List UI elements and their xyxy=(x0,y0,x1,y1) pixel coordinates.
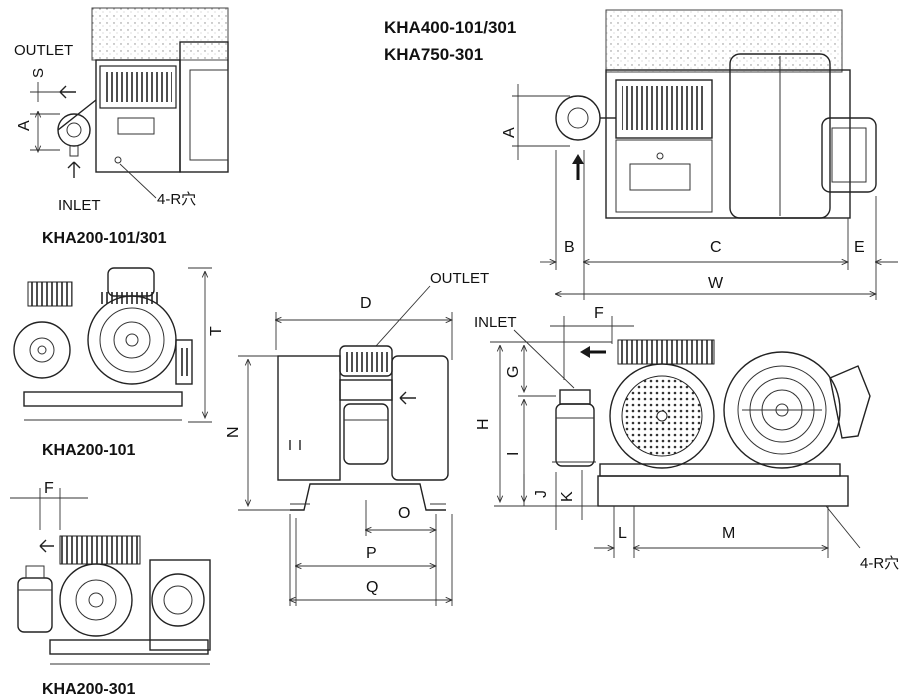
view-kha200-301: F KHA200-301 xyxy=(10,480,211,698)
view-kha200-top: OUTLET S A INLET 4-R穴 KHA200-101/301 xyxy=(14,7,229,247)
dim-l-label: L xyxy=(618,525,627,542)
holes-label-right: 4-R穴 xyxy=(860,555,899,572)
dim-b-label: B xyxy=(564,239,575,256)
dim-n-label: N xyxy=(225,426,242,438)
model-label-kha200-301: KHA200-301 xyxy=(42,681,135,698)
dim-e-label: E xyxy=(854,239,865,256)
dim-t-label: T xyxy=(208,326,225,336)
dim-q-label: Q xyxy=(366,579,378,596)
dim-i-label: I xyxy=(505,452,522,456)
dim-a-label-topright: A xyxy=(501,127,518,138)
view-center-side: D OUTLET N O P Q xyxy=(225,270,489,606)
model-label-kha400-101-301: KHA400-101/301 xyxy=(384,18,516,37)
dim-w-label: W xyxy=(708,275,724,292)
view-kha200-101: T KHA200-101 xyxy=(13,267,225,459)
dim-h-label: H xyxy=(475,418,492,430)
dim-m-label: M xyxy=(722,525,735,542)
view-kha400-top: KHA400-101/301 KHA750-301 A B C xyxy=(384,9,898,300)
dim-p-label: P xyxy=(366,545,377,562)
model-label-kha200-101: KHA200-101 xyxy=(42,442,135,459)
holes-label-topleft: 4-R穴 xyxy=(157,191,196,208)
dim-s-label: S xyxy=(30,68,47,78)
outlet-label-center: OUTLET xyxy=(430,270,489,287)
dim-f-label-right: F xyxy=(594,305,604,322)
inlet-label-right: INLET xyxy=(474,314,517,331)
outlet-label-topleft: OUTLET xyxy=(14,42,73,59)
model-label-kha750-301: KHA750-301 xyxy=(384,45,483,64)
dim-k-label: K xyxy=(559,491,576,502)
dim-a-label-topleft: A xyxy=(16,120,33,131)
dim-g-label: G xyxy=(505,366,522,378)
dim-c-label: C xyxy=(710,239,722,256)
dim-f-label-bottomleft: F xyxy=(44,480,54,497)
model-label-kha200-101-301: KHA200-101/301 xyxy=(42,230,167,247)
dim-o-label: O xyxy=(398,505,410,522)
dim-d-label: D xyxy=(360,295,372,312)
dim-j-label: J xyxy=(533,490,550,498)
view-kha400-front: INLET F H xyxy=(474,305,899,572)
inlet-label-topleft: INLET xyxy=(58,197,101,214)
